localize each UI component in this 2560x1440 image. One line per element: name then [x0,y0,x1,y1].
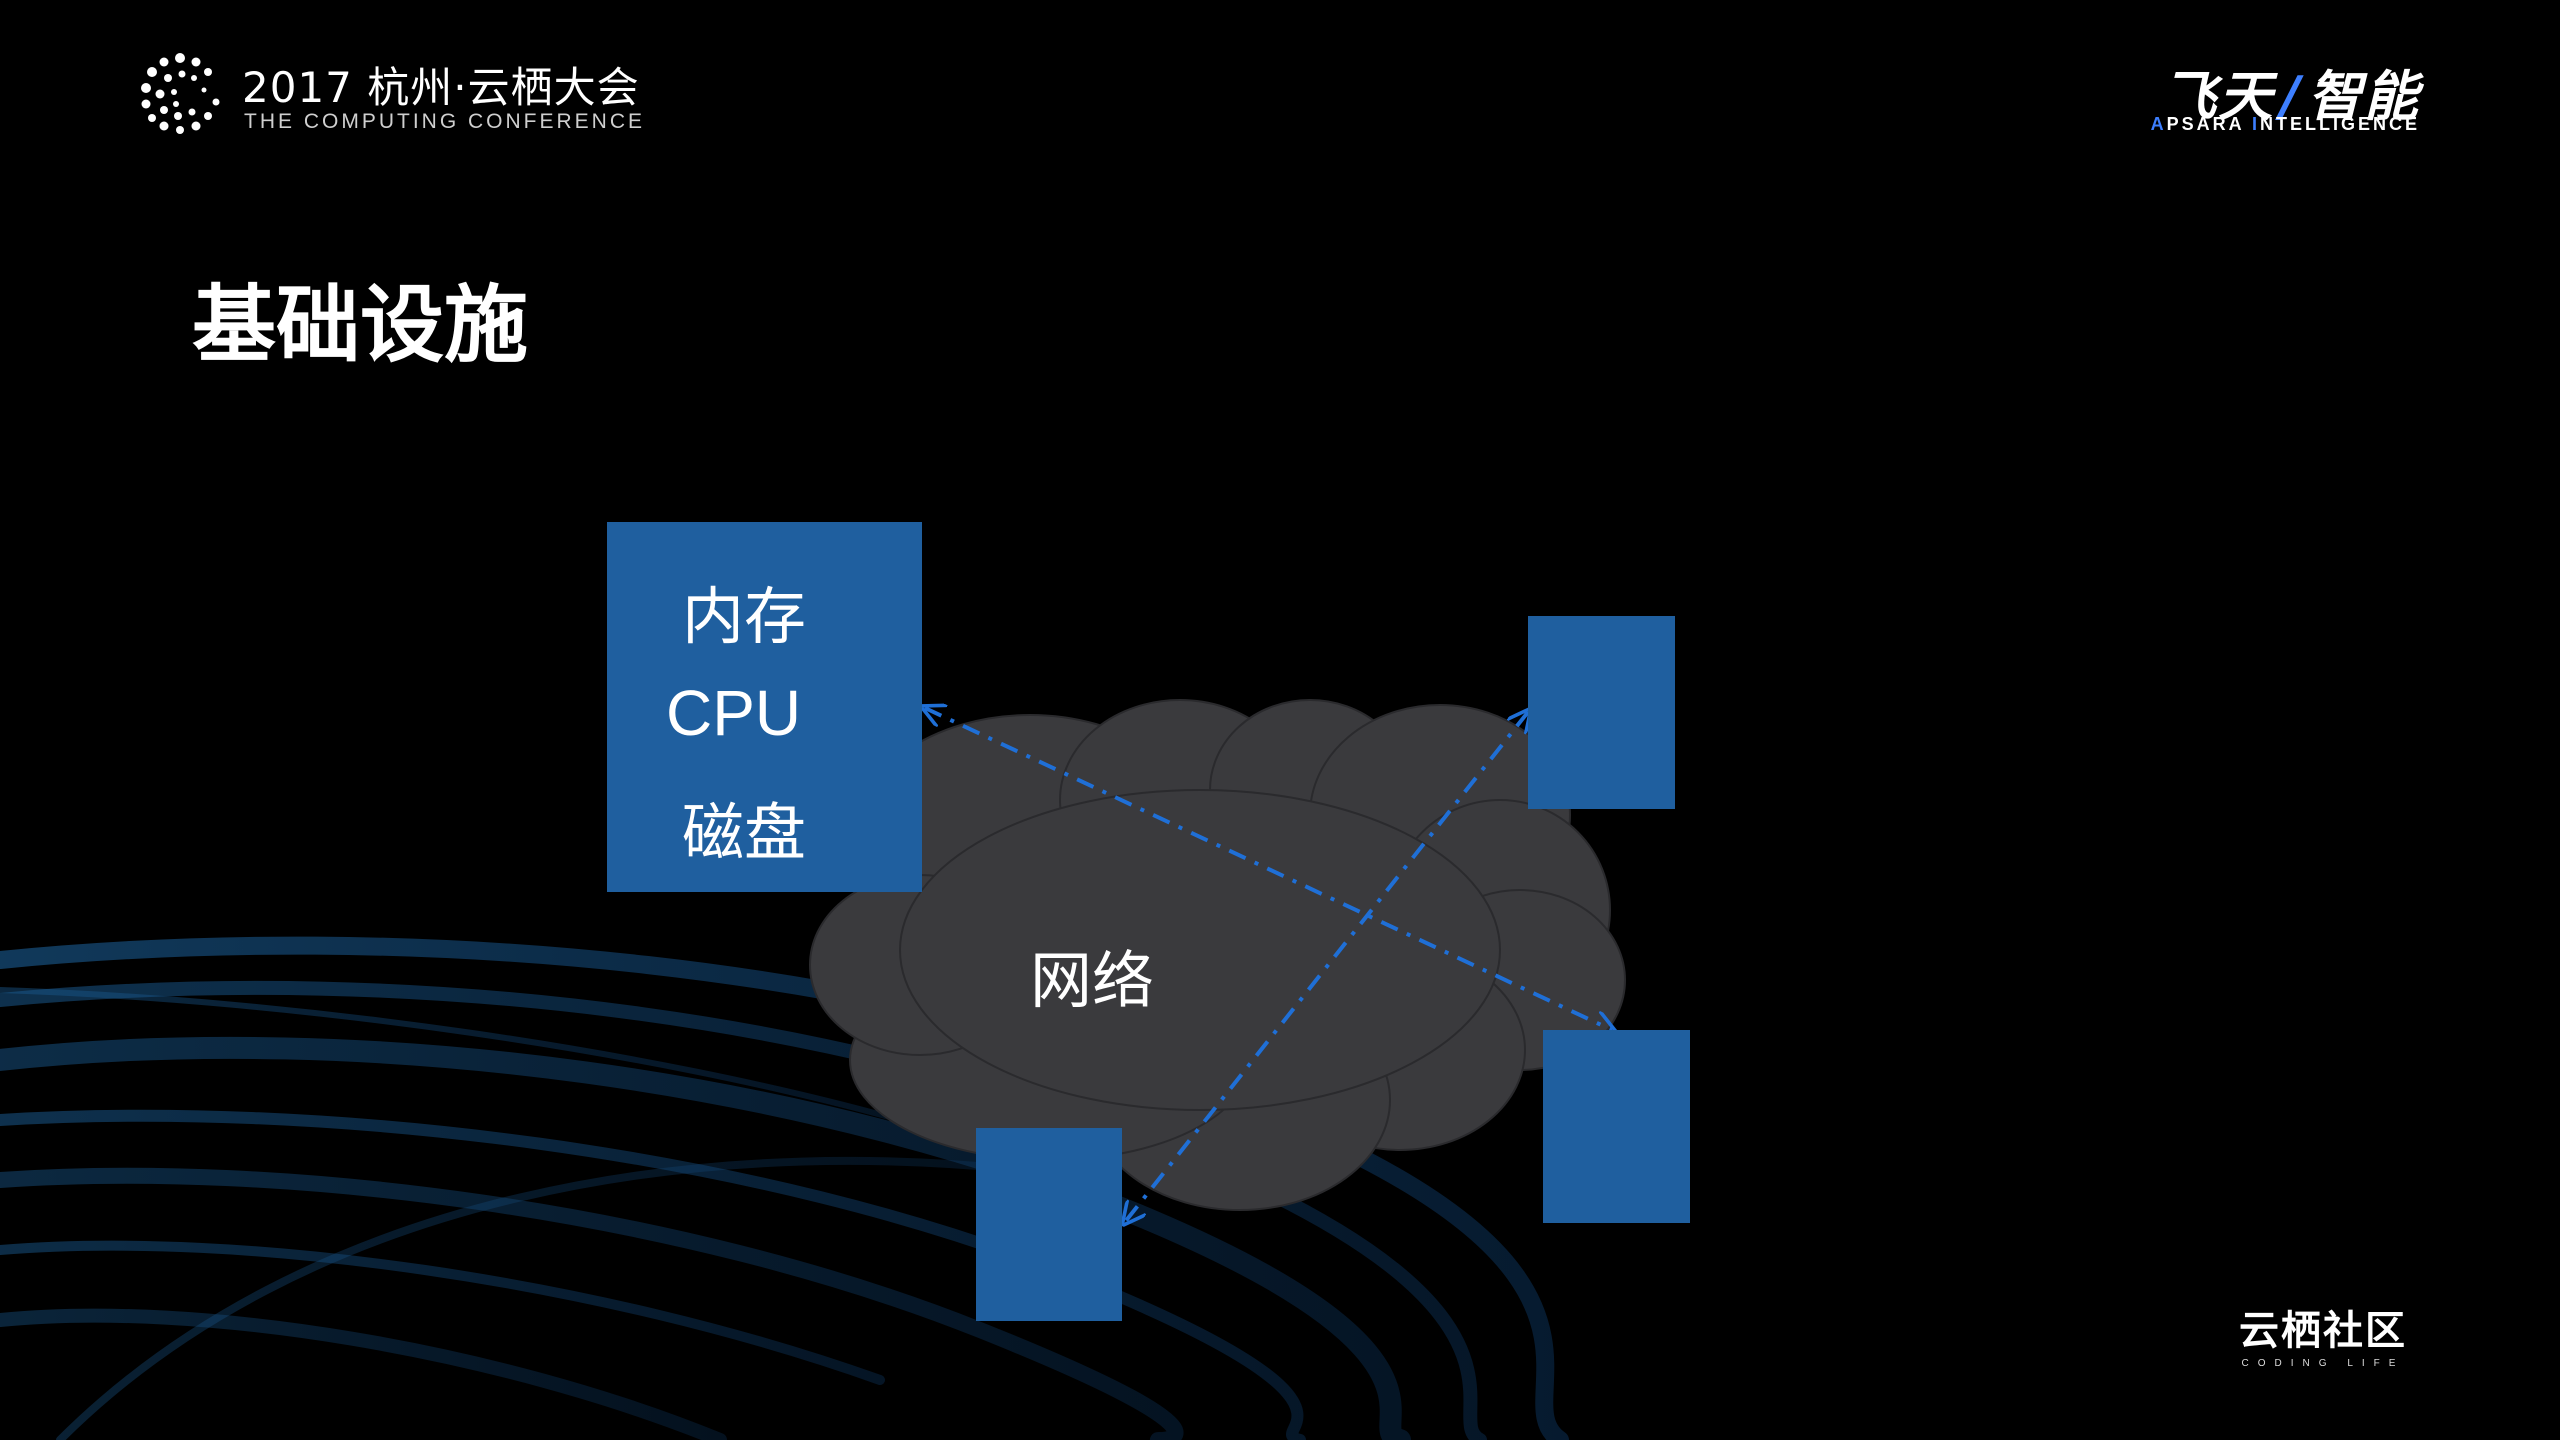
conference-subtitle: THE COMPUTING CONFERENCE [244,110,646,133]
apsara-tagline-i: I [2251,114,2260,134]
node-label-memory: 内存 [682,580,807,653]
apsara-tagline-ntelligence: NTELLIGENCE [2259,114,2420,134]
server-node-bottom-left [976,1128,1122,1321]
apsara-tagline-psara: PSARA [2166,114,2252,134]
server-node-main [607,522,922,892]
apsara-logo-right: 智能 [2308,65,2420,128]
node-label-cpu: CPU [666,677,802,749]
cloud-shape [809,699,1626,1211]
node-label-disk: 磁盘 [682,796,807,869]
conference-title: 2017 杭州·云栖大会 [242,63,640,112]
slide-title: 基础设施 [192,275,529,374]
community-tagline: CODING LIFE [2241,1358,2405,1369]
cloud-label-network: 网络 [1030,944,1155,1017]
server-node-top-right [1528,616,1675,809]
apsara-slash-icon: / [2280,65,2302,128]
server-node-bottom-right [1543,1030,1690,1223]
apsara-logo: 飞天/智能 APSARA INTELLIGENCE [2140,52,2420,137]
link-top-right-to-bottom-left [1125,712,1528,1222]
community-logo: 云栖社区 CODING LIFE [2238,1298,2408,1369]
apsara-logo-left: 飞天 [2162,65,2275,128]
conference-logo: 2017 杭州·云栖大会 THE COMPUTING CONFERENCE [138,50,658,140]
link-lines [925,708,1612,1222]
apsara-logo-tagline: APSARA INTELLIGENCE [2151,114,2420,135]
community-name: 云栖社区 [2239,1308,2407,1354]
apsara-logo-main: 飞天/智能 [2162,52,2420,131]
conference-logo-mark-icon [141,53,220,134]
apsara-tagline-a: A [2150,114,2167,134]
